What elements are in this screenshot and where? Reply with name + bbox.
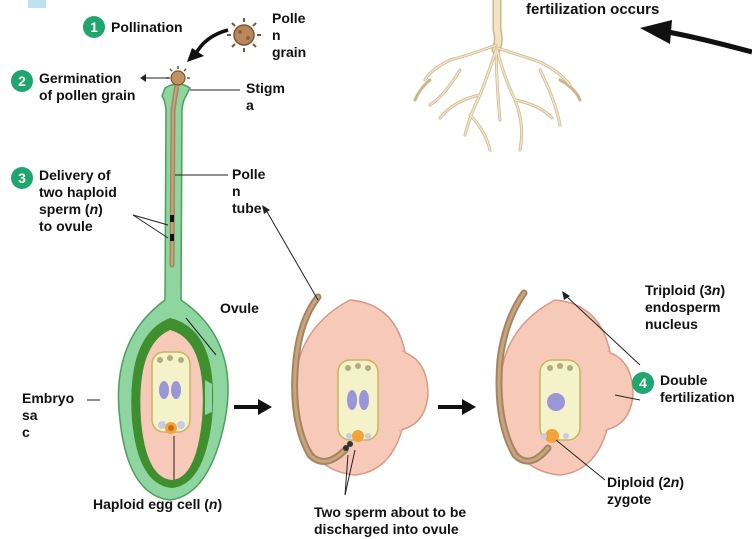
corner-tab xyxy=(28,0,46,8)
step-pollination: 1 Pollination xyxy=(83,16,183,38)
two-sperm-label: Two sperm about to be discharged into ov… xyxy=(314,504,466,538)
pollen-grain-label: Polle n grain xyxy=(272,10,306,61)
endosperm-label: Triploid (3n) endosperm nucleus xyxy=(645,282,725,333)
leader-arrowhead xyxy=(140,74,146,82)
step-badge-3: 3 xyxy=(11,167,33,189)
pollen-tube-label: Polle n tube xyxy=(232,166,265,217)
ovule-label: Ovule xyxy=(220,300,259,317)
root-system xyxy=(415,0,580,150)
pistil xyxy=(118,66,228,500)
egg-cell-label: Haploid egg cell (n) xyxy=(93,496,222,513)
step-delivery: 3 Delivery of two haploid sperm (n) to o… xyxy=(11,167,117,235)
pollination-label: Pollination xyxy=(111,16,183,38)
pollination-arrow xyxy=(187,30,228,62)
step-badge-4: 4 xyxy=(632,372,654,394)
pollen-grain xyxy=(227,18,261,52)
fertilization-occurs-label: fertilization occurs xyxy=(526,1,659,18)
germination-label: Germination of pollen grain xyxy=(39,70,135,104)
zygote-label: Diploid (2n) zygote xyxy=(607,474,684,508)
stigma-label: Stigm a xyxy=(246,80,285,114)
big-arrow xyxy=(640,20,752,52)
delivery-label: Delivery of two haploid sperm (n) to ovu… xyxy=(39,167,117,235)
ovule-middle xyxy=(295,297,428,475)
double-fertilization-label: Double fertilization xyxy=(660,372,735,406)
step-germination: 2 Germination of pollen grain xyxy=(11,70,135,104)
step-double-fertilization: 4 Double fertilization xyxy=(632,372,735,406)
step-badge-1: 1 xyxy=(83,16,105,38)
embryo-sac-label: Embryo sa c xyxy=(22,390,74,441)
step-badge-2: 2 xyxy=(11,70,33,92)
